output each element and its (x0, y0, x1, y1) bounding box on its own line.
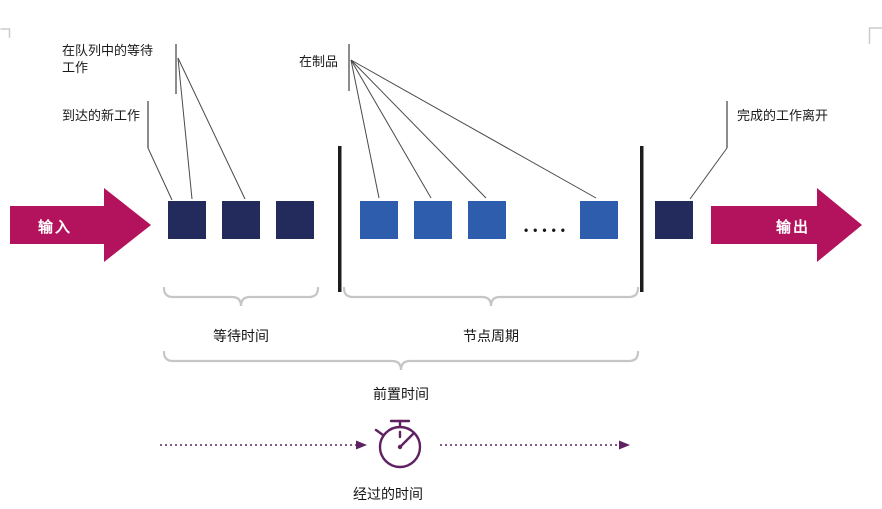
elapsed-time-label: 经过的时间 (353, 486, 423, 502)
wip-callout-line (350, 59, 487, 199)
queue-square (168, 201, 206, 239)
node-cycle-label: 节点周期 (463, 328, 519, 344)
queue-square (222, 201, 260, 239)
wait-time-label: 等待时间 (213, 328, 269, 344)
queue-square (276, 201, 314, 239)
wip-label: 在制品 (299, 54, 339, 69)
wip-square (468, 201, 506, 239)
output-arrow-label: 输出 (775, 219, 810, 236)
done-callout-line (689, 147, 728, 200)
work-done-label: 完成的工作离开 (737, 108, 829, 123)
stopwatch-hand (398, 432, 415, 449)
input-arrow-label: 输入 (37, 219, 72, 236)
stopwatch-pivot (397, 444, 403, 450)
queue-waiting-label: 在队列中的等待 工作 (62, 43, 154, 75)
elapsed-arrowhead-left (356, 440, 367, 450)
corner-mark-left (0, 28, 11, 38)
wip-callout-line (350, 59, 432, 199)
wip-square (580, 201, 618, 239)
queue-ellipsis-dots: ••••• (523, 223, 570, 237)
elapsed-arrowhead-right (619, 440, 630, 450)
wip-square (360, 201, 398, 239)
new-work-callout-line (147, 147, 173, 201)
lead-time-brace (162, 350, 640, 371)
new-work-label: 到达的新工作 (62, 108, 141, 123)
wait-time-brace (162, 286, 320, 307)
lead-time-label: 前置时间 (373, 386, 429, 402)
wip-square (414, 201, 452, 239)
wip-callout-line (350, 59, 597, 199)
stopwatch-reset-tick (374, 428, 385, 437)
stage-divider-bar (338, 146, 342, 292)
stopwatch-icon (374, 419, 422, 469)
queue-callout-line (177, 57, 193, 200)
stage-divider-bar (640, 146, 644, 292)
input-arrow (10, 188, 151, 262)
output-arrow (711, 188, 862, 262)
wip-callout-line (350, 59, 380, 199)
corner-mark-right (868, 27, 882, 44)
queue-callout-line (177, 57, 246, 200)
done-square (655, 201, 693, 239)
node-cycle-brace (342, 286, 640, 307)
